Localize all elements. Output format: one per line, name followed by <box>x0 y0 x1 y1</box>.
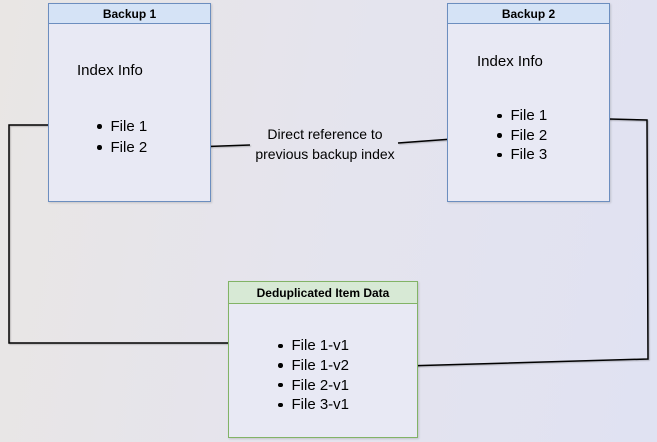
backup-2-index-info-label: Index Info <box>477 53 543 70</box>
list-item-label: File 1-v2 <box>291 357 350 375</box>
node-deduplicated-item-data-title: Deduplicated Item Data <box>229 282 417 304</box>
node-backup-2: Backup 2 <box>447 3 610 202</box>
list-item: File 1-v2 <box>278 356 349 376</box>
bullet-icon <box>497 133 502 138</box>
list-item: File 3 <box>497 145 547 165</box>
backup-1-index-info-label: Index Info <box>77 62 143 79</box>
node-backup-2-title: Backup 2 <box>448 4 609 24</box>
list-item-label: File 1 <box>110 118 148 135</box>
backup-2-file-list: File 1 File 2 File 3 <box>497 106 547 165</box>
node-backup-1-title: Backup 1 <box>49 4 210 24</box>
node-deduplicated-item-data: Deduplicated Item Data <box>228 281 418 438</box>
list-item: File 2-v1 <box>278 375 349 395</box>
list-item: File 1-v1 <box>278 336 349 356</box>
edge-label-direct-reference: Direct reference to previous backup inde… <box>255 126 395 162</box>
list-item: File 1 <box>97 116 147 137</box>
list-item: File 3-v1 <box>278 395 349 415</box>
bullet-icon <box>497 113 502 118</box>
list-item-label: File 2-v1 <box>291 376 350 394</box>
list-item-label: File 2 <box>110 139 148 156</box>
list-item-label: File 1 <box>510 107 548 125</box>
bullet-icon <box>278 402 283 408</box>
list-item-label: File 3-v1 <box>291 396 350 414</box>
list-item: File 2 <box>497 126 547 146</box>
bullet-icon <box>278 363 283 368</box>
bullet-icon <box>97 145 102 150</box>
list-item-label: File 3 <box>510 146 548 164</box>
bullet-icon <box>278 382 283 388</box>
backup-1-file-list: File 1 File 2 <box>97 116 147 158</box>
node-backup-1: Backup 1 <box>48 3 211 202</box>
dedup-file-list: File 1-v1 File 1-v2 File 2-v1 File 3-v1 <box>278 336 349 415</box>
bullet-icon <box>278 343 283 349</box>
list-item-label: File 1-v1 <box>291 337 350 355</box>
bullet-icon <box>97 124 102 129</box>
list-item: File 1 <box>497 106 547 126</box>
list-item: File 2 <box>97 137 147 158</box>
list-item-label: File 2 <box>510 126 548 144</box>
bullet-icon <box>497 152 502 157</box>
